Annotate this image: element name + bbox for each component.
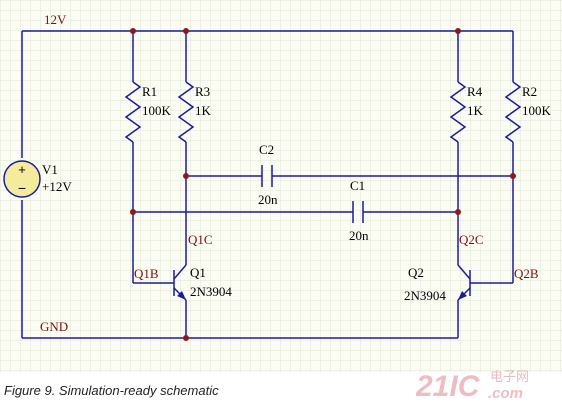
transistor-q1-symbol: [173, 264, 187, 301]
net-label-12v: 12V: [44, 12, 67, 27]
junction-dots: [130, 28, 516, 341]
net-label-gnd: GND: [40, 319, 68, 334]
r1-value: 100K: [142, 103, 172, 118]
watermark-site: 电子网: [490, 370, 529, 385]
net-label-q2c: Q2C: [459, 232, 484, 247]
q1-designator: Q1: [190, 265, 206, 280]
watermark-logo: 21IC 电子网 .com: [416, 370, 529, 402]
net-label-q1b: Q1B: [134, 266, 159, 281]
transistor-q2-symbol: [457, 264, 478, 301]
svg-text:−: −: [18, 180, 26, 196]
resistor-symbols: [124, 81, 522, 143]
v1-value: +12V: [42, 179, 72, 194]
c2-value: 20n: [258, 192, 278, 207]
r2-designator: R2: [522, 84, 537, 99]
r4-designator: R4: [467, 84, 483, 99]
r3-value: 1K: [195, 103, 212, 118]
svg-text:+: +: [18, 162, 26, 177]
r3-designator: R3: [195, 84, 210, 99]
v1-designator: V1: [42, 162, 58, 177]
q2-designator: Q2: [408, 265, 424, 280]
q2-part: 2N3904: [404, 288, 446, 303]
schematic-diagram: + − 12V GND V1 +12V R1 100K R3 1K R4 1K …: [0, 0, 562, 372]
wires: [21, 30, 514, 339]
grid-lines: [0, 0, 562, 372]
voltage-source-symbol: + −: [3, 160, 41, 198]
r4-value: 1K: [467, 103, 484, 118]
net-label-q1c: Q1C: [188, 232, 213, 247]
c1-designator: C1: [350, 178, 365, 193]
r2-value: 100K: [522, 103, 552, 118]
watermark-domain: .com: [488, 385, 523, 402]
q1-part: 2N3904: [190, 284, 232, 299]
c1-value: 20n: [349, 228, 369, 243]
net-label-q2b: Q2B: [514, 266, 539, 281]
c2-designator: C2: [259, 142, 274, 157]
r1-designator: R1: [142, 84, 157, 99]
figure-caption: Figure 9. Simulation-ready schematic: [4, 383, 219, 398]
capacitor-symbols: [261, 165, 364, 223]
watermark-number: 21IC: [416, 370, 481, 402]
